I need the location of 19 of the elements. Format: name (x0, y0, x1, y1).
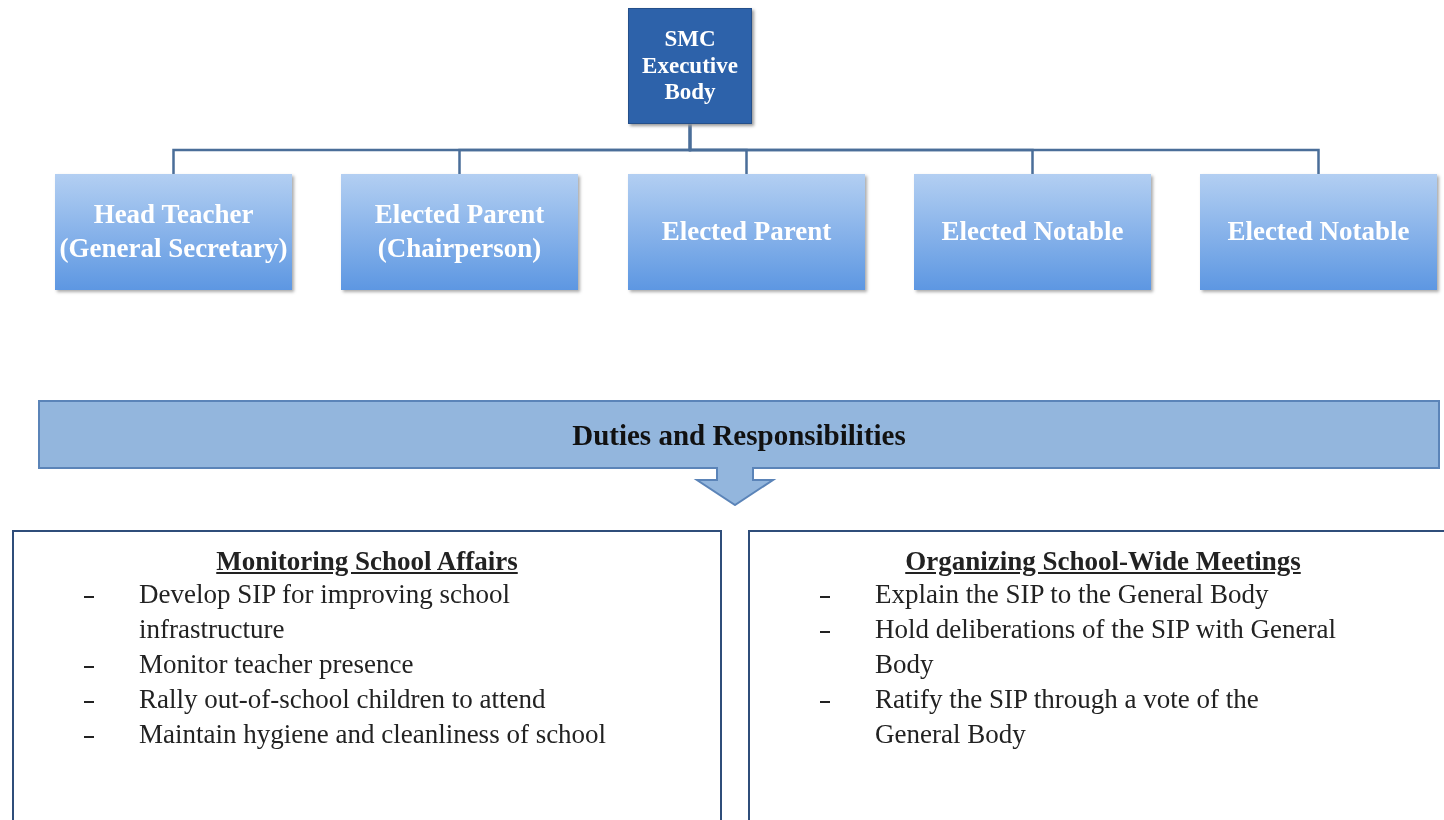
panel-heading: Monitoring School Affairs (216, 546, 518, 577)
connector-line (688, 124, 1320, 174)
duty-item: Rally out-of-school children to attend (34, 682, 609, 718)
member-box: Elected Notable (914, 174, 1151, 290)
member-box: Elected Parent (Chairperson) (341, 174, 578, 290)
executive-box: SMC Executive Body (628, 8, 752, 124)
duty-item: Hold deliberations of the SIP with General Body (770, 612, 1345, 683)
member-box: Head Teacher (General Secretary) (55, 174, 292, 290)
duty-item: Monitor teacher presence (34, 647, 609, 683)
member-box: Elected Parent (628, 174, 865, 290)
duty-item: Explain the SIP to the General Body (770, 577, 1345, 613)
duty-item: Develop SIP for improving school infrastructure (34, 577, 609, 648)
panel-heading: Organizing School-Wide Meetings (905, 546, 1301, 577)
duty-item: Ratify the SIP through a vote of the General Body (770, 682, 1345, 753)
member-box: Elected Notable (1200, 174, 1437, 290)
duties-panel (12, 530, 722, 820)
banner-title: Duties and Responsibilities (572, 418, 906, 452)
duties-panel (748, 530, 1444, 820)
duty-item: Maintain hygiene and cleanliness of school (34, 717, 609, 753)
